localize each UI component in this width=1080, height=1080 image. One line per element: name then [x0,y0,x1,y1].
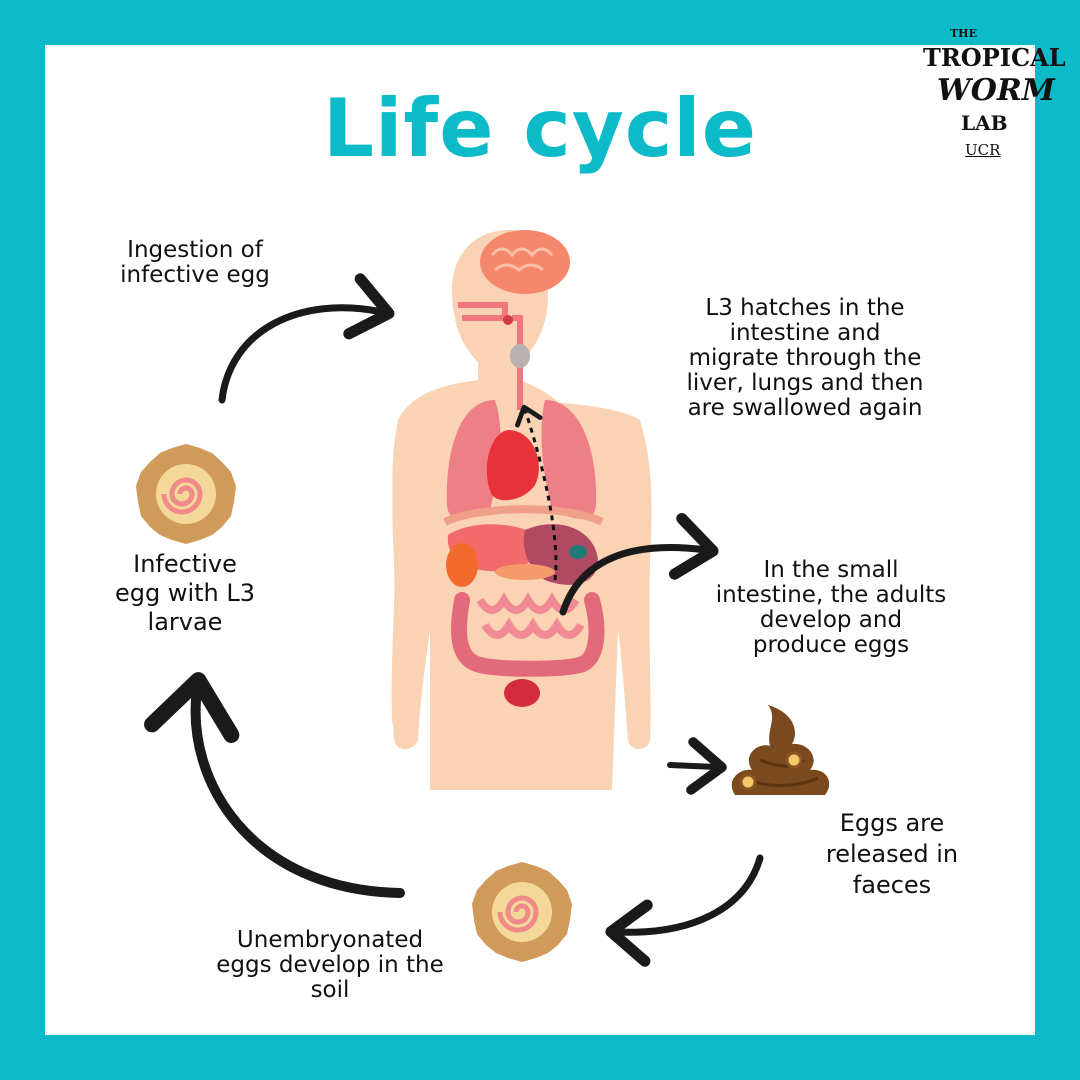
pancreas [495,564,555,580]
unembryonated-egg-icon [472,862,572,962]
pharynx-dot [503,315,513,325]
heart [486,430,539,501]
logo-lab: LAB [961,111,1008,135]
bladder [504,679,540,707]
esophagus [458,302,523,410]
infective-egg-icon [136,444,236,544]
small-intestine [476,592,585,639]
logo-worm: WORM [937,73,1055,108]
left-lung [446,400,501,519]
brain-folds [490,247,554,272]
thyroid [510,344,530,368]
right-lung [541,400,597,519]
cycle-arrows [144,273,764,967]
logo-the: THE [950,27,977,40]
arrow-egg-to-ingestion [218,273,395,404]
step-ingestion-label: Ingestion of infective egg [120,237,270,288]
tropical-worm-lab-logo: THE TROPICAL WORM LAB UCR [905,25,1066,170]
logo-ucr: UCR [965,141,1001,159]
arrow-stool-to-egg [605,854,764,967]
step-adults-label: In the small intestine, the adults devel… [715,557,947,658]
spleen [446,543,478,587]
brain [480,230,570,294]
step-l3-hatch-label: L3 hatches in the intestine and migrate … [686,295,924,421]
step-soil-label: Unembryonated eggs develop in the soil [216,927,444,1003]
arrow-intestine-to-adults [559,512,719,616]
logo-tropical: TROPICAL [923,43,1066,72]
stool-icon [731,705,830,795]
gallbladder [569,545,587,559]
migration-path [515,404,558,581]
step-infective-label: Infective egg with L3 larvae [114,550,256,636]
arrow-soil-to-infective [144,672,405,898]
human-body-illustration [391,230,652,790]
diaphragm [443,505,604,526]
page-title: Life cycle [323,82,757,175]
arrow-body-to-stool [667,737,727,795]
step-faeces-label: Eggs are released in faeces [825,809,959,899]
large-intestine [451,592,605,677]
